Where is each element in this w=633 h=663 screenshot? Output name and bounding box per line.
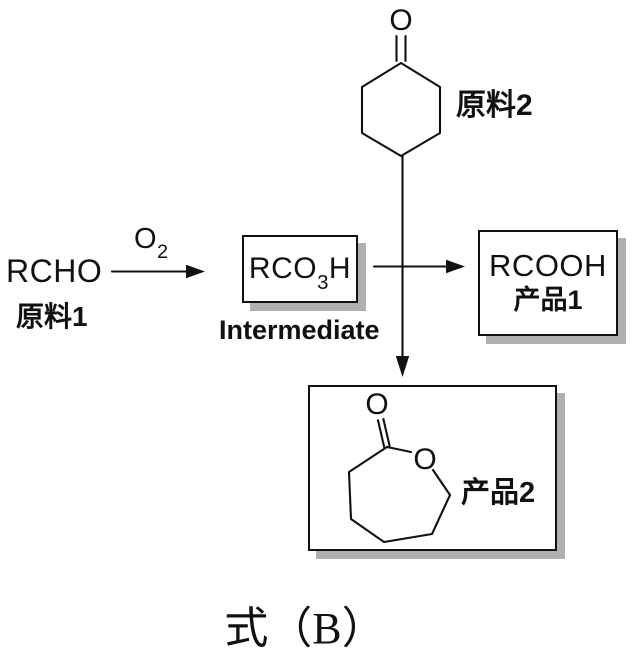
- product2-label: 产品2: [461, 477, 536, 509]
- product1-box: RCOOH 产品1: [478, 230, 618, 336]
- cyclohexane-ring: [360, 61, 442, 158]
- reactant1-formula: RCHO: [6, 253, 103, 289]
- oxidation-arrow: [110, 264, 205, 279]
- oxidant-label: O2: [134, 223, 169, 264]
- reactant1-label: 原料1: [16, 301, 88, 332]
- product2-box: [308, 385, 557, 551]
- product1-formula: RCOOH: [489, 248, 607, 284]
- intermediate-box: RCO3H: [242, 235, 358, 303]
- downward-arrow: [395, 154, 410, 377]
- product1-arrow: [372, 259, 465, 274]
- product1-label: 产品1: [513, 284, 583, 315]
- reactant2-label: 原料2: [456, 89, 533, 122]
- downward-arrow-head: [395, 356, 410, 377]
- intermediate-formula: RCO3H: [248, 252, 352, 294]
- product1-arrow-head: [446, 259, 465, 274]
- intermediate-caption: Intermediate: [219, 315, 380, 345]
- cyclohexanone-structure: O: [360, 4, 442, 158]
- equation-caption: 式（B）: [224, 604, 386, 653]
- oxidation-arrow-head: [186, 264, 205, 279]
- ketone-oxygen-atom: O: [389, 4, 412, 37]
